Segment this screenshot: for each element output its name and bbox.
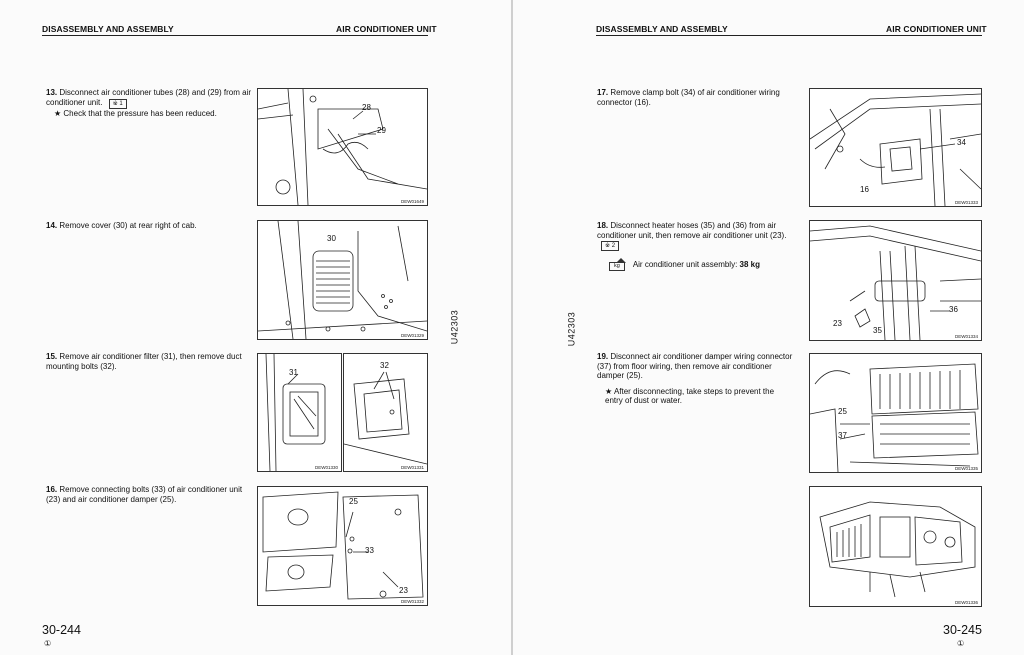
figure-code: DEW01332 bbox=[400, 599, 424, 604]
step-text: Remove connecting bolts (33) of air cond… bbox=[46, 485, 243, 504]
callout-34: 34 bbox=[957, 138, 966, 147]
page-number: 30-245 bbox=[943, 623, 982, 637]
step-15: 15. Remove air conditioner filter (31), … bbox=[46, 352, 242, 371]
revision-mark: ① bbox=[44, 639, 52, 648]
figure-17-drawing bbox=[810, 93, 981, 206]
reference-mark: ※ 2 bbox=[601, 241, 620, 251]
figure-20-drawing bbox=[819, 501, 976, 598]
figure-20: DEW01336 bbox=[809, 486, 982, 607]
figure-16: 25 33 23 DEW01332 bbox=[257, 486, 428, 606]
callout-25: 25 bbox=[838, 407, 847, 416]
page-gutter bbox=[511, 0, 513, 655]
callout-25: 25 bbox=[349, 497, 358, 506]
weight-icon: kg bbox=[609, 258, 626, 271]
step-text: Remove clamp bolt (34) of air conditione… bbox=[597, 88, 780, 107]
step-19: 19. Disconnect air conditioner damper wi… bbox=[597, 352, 793, 406]
callout-37: 37 bbox=[838, 431, 847, 440]
weight-line: kg Air conditioner unit assembly: 38 kg bbox=[597, 258, 793, 271]
figure-15b: 32 DEW01331 bbox=[343, 353, 428, 472]
figure-15b-drawing bbox=[344, 371, 427, 465]
header-right-title: AIR CONDITIONER UNIT bbox=[886, 24, 987, 34]
callout-32: 32 bbox=[380, 361, 389, 370]
figure-code: DEW01333 bbox=[954, 200, 978, 205]
weight-label: Air conditioner unit assembly: bbox=[632, 260, 738, 269]
figure-16-drawing bbox=[262, 491, 424, 600]
step-17: 17. Remove clamp bolt (34) of air condit… bbox=[597, 88, 780, 107]
header-rule bbox=[596, 35, 982, 36]
figure-17: 34 16 DEW01333 bbox=[809, 88, 982, 207]
step-text: Disconnect air conditioner damper wiring… bbox=[597, 352, 793, 380]
step-16: 16. Remove connecting bolts (33) of air … bbox=[46, 485, 243, 504]
callout-16: 16 bbox=[860, 185, 869, 194]
figure-15a: 31 DEW01330 bbox=[257, 353, 342, 472]
figure-code: DEW01336 bbox=[954, 600, 978, 605]
figure-18: 36 23 35 DEW01334 bbox=[809, 220, 982, 341]
left-page: DISASSEMBLY AND ASSEMBLY AIR CONDITIONER… bbox=[0, 0, 511, 655]
step-text: Remove air conditioner filter (31), then… bbox=[46, 352, 242, 371]
figure-code: DEW01649 bbox=[400, 199, 424, 204]
figure-code: DEW01331 bbox=[400, 465, 424, 470]
step-13: 13. Disconnect air conditioner tubes (28… bbox=[46, 88, 252, 118]
figure-13-drawing bbox=[258, 89, 427, 205]
step-18: 18. Disconnect heater hoses (35) and (36… bbox=[597, 221, 793, 271]
step-text: Disconnect air conditioner tubes (28) an… bbox=[46, 88, 252, 107]
callout-35: 35 bbox=[873, 326, 882, 335]
right-page: DISASSEMBLY AND ASSEMBLY AIR CONDITIONER… bbox=[513, 0, 1024, 655]
callout-31: 31 bbox=[289, 368, 298, 377]
figure-code: DEW01330 bbox=[314, 465, 338, 470]
callout-28: 28 bbox=[362, 103, 371, 112]
step-text: Disconnect heater hoses (35) and (36) fr… bbox=[597, 221, 787, 240]
step-note: ★ After disconnecting, take steps to pre… bbox=[605, 386, 775, 406]
step-text: Remove cover (30) at rear right of cab. bbox=[59, 221, 197, 230]
figure-code: DEW01334 bbox=[954, 334, 978, 339]
figure-code: DEW01335 bbox=[954, 466, 978, 471]
side-code: U42303 bbox=[566, 311, 577, 347]
header-rule bbox=[42, 35, 428, 36]
header-left-title: DISASSEMBLY AND ASSEMBLY bbox=[42, 24, 174, 34]
figure-15a-drawing bbox=[265, 354, 326, 471]
revision-mark: ① bbox=[957, 639, 965, 648]
figure-19: 25 37 DEW01335 bbox=[809, 353, 982, 473]
figure-code: DEW01329 bbox=[400, 333, 424, 338]
callout-23: 23 bbox=[399, 586, 408, 595]
figure-14-drawing bbox=[258, 221, 427, 339]
callout-23: 23 bbox=[833, 319, 842, 328]
weight-value: 38 kg bbox=[739, 260, 761, 269]
figure-13: 28 29 DEW01649 bbox=[257, 88, 428, 206]
reference-mark: ※ 1 bbox=[108, 98, 127, 109]
step-note: ★ Check that the pressure has been reduc… bbox=[54, 108, 217, 118]
page-number: 30-244 bbox=[42, 623, 81, 637]
callout-36: 36 bbox=[949, 305, 958, 314]
header-right-title: AIR CONDITIONER UNIT bbox=[336, 24, 437, 34]
callout-29: 29 bbox=[377, 126, 386, 135]
figure-14: 30 DEW01329 bbox=[257, 220, 428, 340]
header-left-title: DISASSEMBLY AND ASSEMBLY bbox=[596, 24, 728, 34]
side-code: U42303 bbox=[449, 309, 460, 345]
figure-18-drawing bbox=[810, 225, 981, 340]
step-14: 14. Remove cover (30) at rear right of c… bbox=[46, 221, 197, 230]
callout-30: 30 bbox=[327, 234, 336, 243]
figure-19-drawing bbox=[810, 363, 979, 472]
callout-33: 33 bbox=[365, 546, 374, 555]
